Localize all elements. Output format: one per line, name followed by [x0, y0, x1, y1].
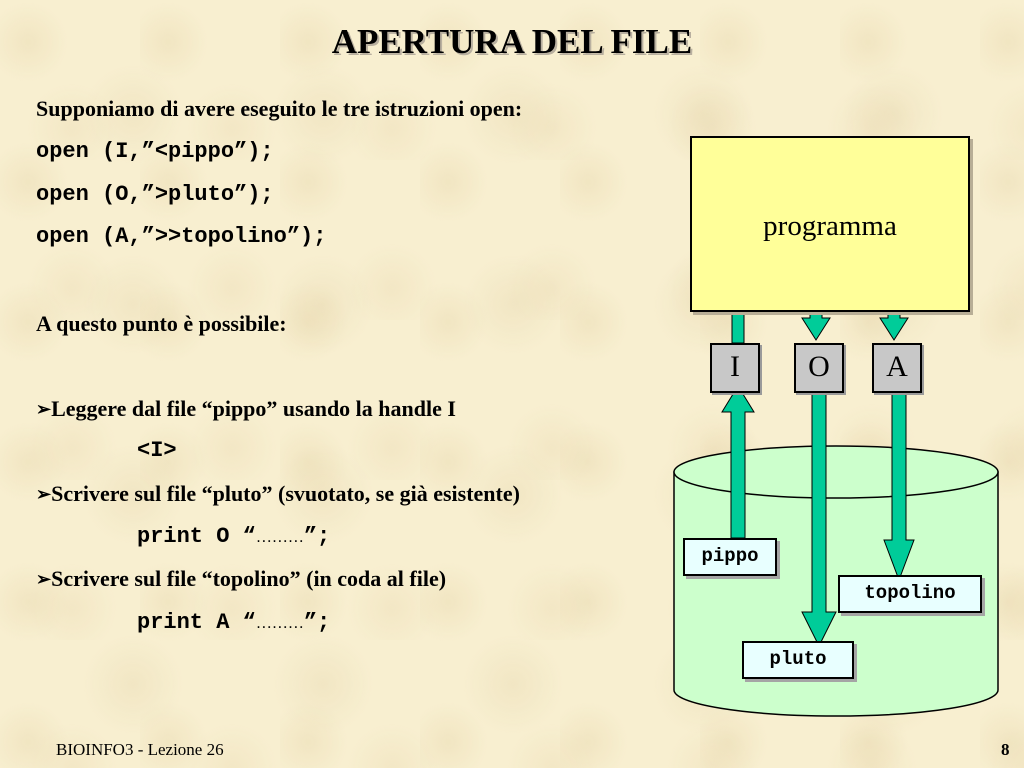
handle-a: A: [872, 343, 922, 393]
arrowhead-bullet-icon: ➢: [36, 484, 52, 504]
bullet-write: ➢Scrivere sul file “pluto” (svuotato, se…: [36, 481, 520, 508]
code-print-a: print A “………”;: [137, 610, 331, 635]
file-topolino: topolino: [838, 575, 982, 613]
intro-text: Supponiamo di avere eseguito le tre istr…: [36, 96, 523, 121]
handle-o: O: [794, 343, 844, 393]
file-pippo: pippo: [683, 538, 777, 576]
arrow-o-to-pluto: [801, 392, 837, 648]
arrowhead-bullet-icon: ➢: [36, 399, 52, 419]
code-line-open-a: open (A,”>>topolino”);: [36, 224, 327, 249]
page-title: APERTURA DEL FILE: [331, 22, 693, 61]
bullet-append-text: Scrivere sul file “topolino” (in coda al…: [51, 566, 447, 591]
arrow-a-to-topolino: [883, 392, 915, 582]
bullet-write-text: Scrivere sul file “pluto” (svuotato, se …: [51, 481, 520, 506]
code-line-open-i: open (I,”<pippo”);: [36, 139, 274, 164]
file-pluto: pluto: [742, 641, 854, 679]
handle-i: I: [710, 343, 760, 393]
arrowhead-bullet-icon: ➢: [36, 569, 52, 589]
bullet-append: ➢Scrivere sul file “topolino” (in coda a…: [36, 566, 446, 593]
bullet-read: ➢Leggere dal file “pippo” usando la hand…: [36, 396, 456, 423]
bullet-read-text: Leggere dal file “pippo” usando la handl…: [51, 396, 456, 421]
possible-text: A questo punto è possibile:: [36, 311, 287, 336]
code-print-o: print O “………”;: [137, 524, 331, 549]
disk-top: [673, 445, 999, 499]
code-read-handle: <I>: [137, 438, 177, 463]
page-number: 8: [1001, 740, 1010, 759]
program-box: programma: [690, 136, 970, 312]
footer-course: BIOINFO3 - Lezione 26: [56, 740, 224, 759]
code-line-open-o: open (O,”>pluto”);: [36, 182, 274, 207]
program-label: programma: [763, 210, 897, 242]
